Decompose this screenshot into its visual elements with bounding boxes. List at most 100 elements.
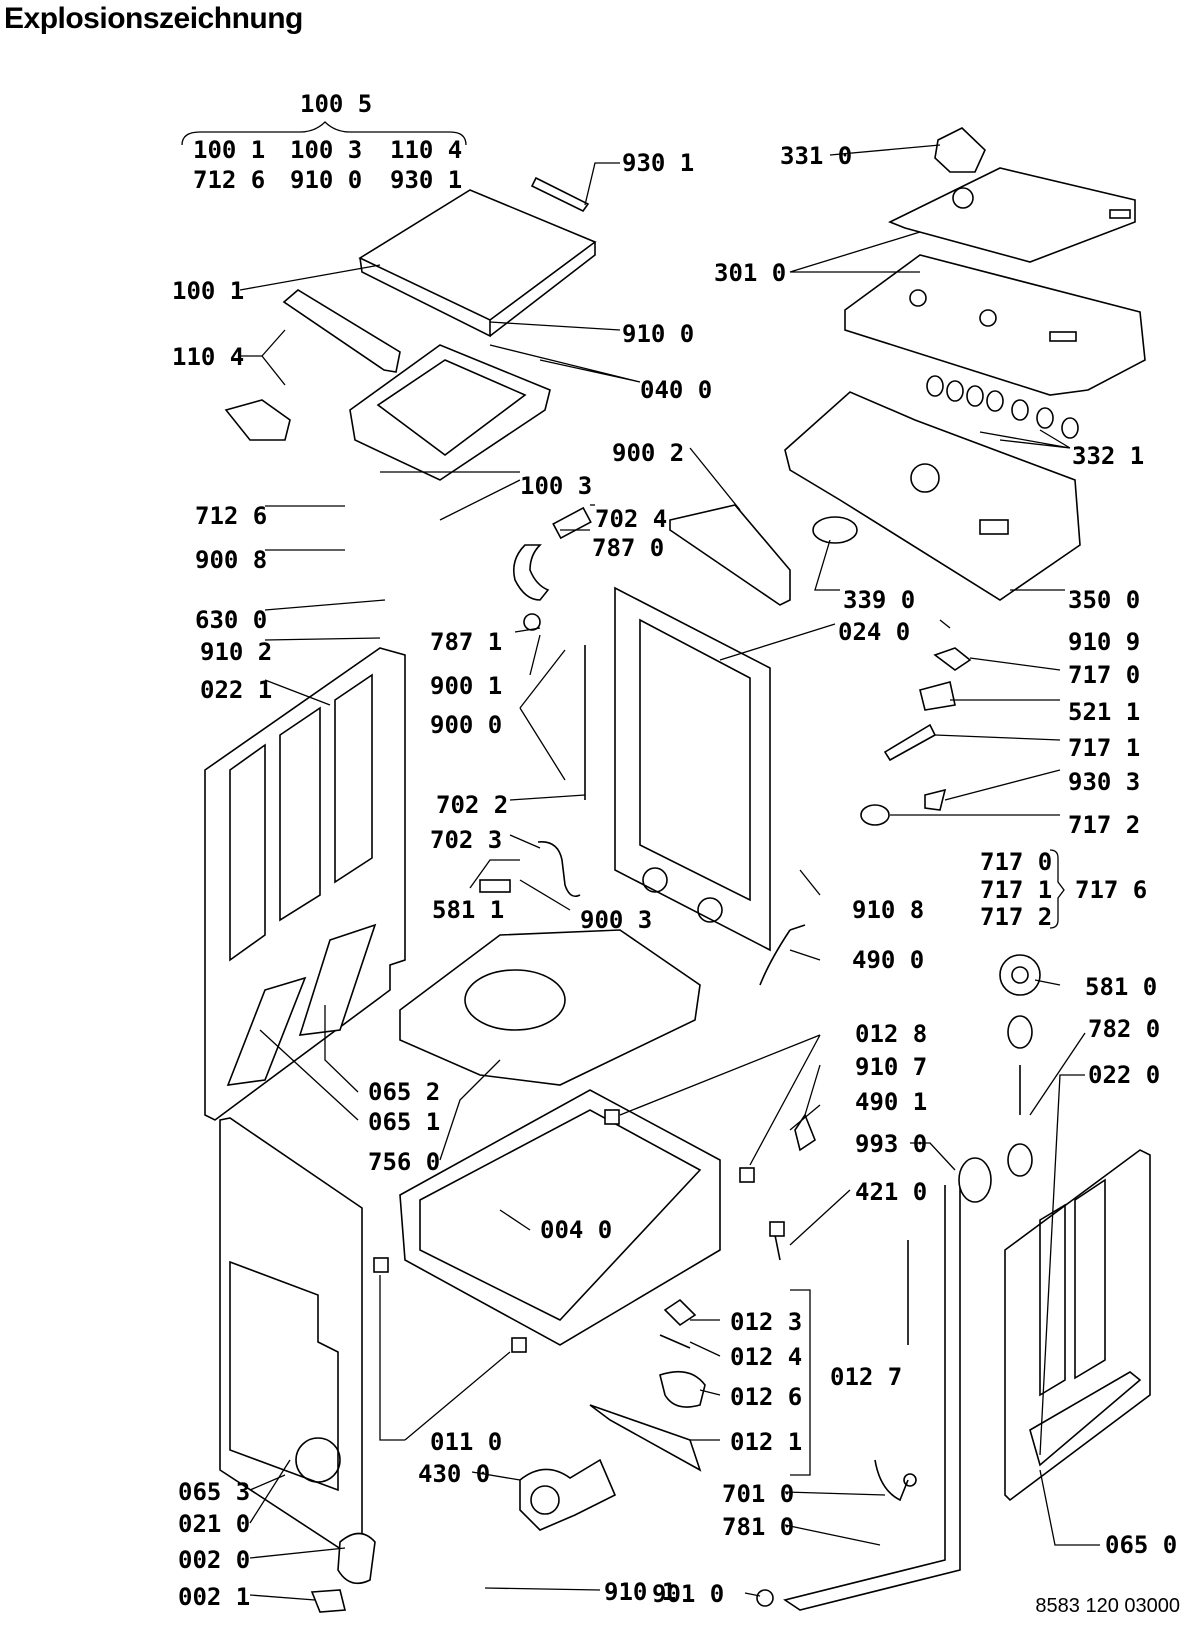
filter-holder [659,1370,706,1408]
part-label: 702 4 [595,505,667,533]
drain-hose [783,1180,961,1611]
control-panel-fascia [888,167,1136,263]
spring [924,788,947,811]
fill-hose [512,544,550,601]
part-label: 021 0 [178,1510,250,1538]
part-label: 581 0 [1085,973,1157,1001]
foot [511,1337,527,1353]
part-label: 521 1 [1068,698,1140,726]
part-label: 910 9 [1068,628,1140,656]
part-label: 993 0 [855,1130,927,1158]
part-label: 702 3 [430,826,502,854]
lid [358,189,597,321]
part-label: 100 1 [172,277,244,305]
plug [756,1589,774,1607]
lock-lever [883,723,937,762]
part-label: 022 1 [200,676,272,704]
lid-trim [282,289,401,373]
sensor [774,1234,781,1261]
filter-cover [589,1404,702,1472]
part-label: 065 3 [178,1478,250,1506]
part-label: 004 0 [540,1216,612,1244]
side-panel-right [1004,1149,1151,1502]
belt [1007,1143,1033,1177]
part-label: 100 3 [520,472,592,500]
drain-pump [519,1458,617,1531]
chassis-base [399,1089,721,1346]
part-label: 717 0 [1068,661,1140,689]
hose-end [958,1157,992,1203]
part-label: 301 0 [714,259,786,287]
part-label: 712 6 [195,502,267,530]
group-717-target: 717 6 [1075,876,1147,904]
electronic-board [784,391,1081,601]
part-label: 910 1 [604,1578,676,1606]
part-label: 782 0 [1088,1015,1160,1043]
tub-support-base [399,929,701,1086]
side-panel-left [204,647,406,1121]
group-717-brace [1049,849,1065,929]
document-number: 8583 120 03000 [1035,1595,1180,1617]
part-label: 910 2 [200,638,272,666]
part-label: 012 6 [730,1383,802,1411]
group-header-label: 100 5 [300,90,372,118]
part-label: 900 2 [612,439,684,467]
drain-cap [337,1532,376,1585]
control-panel [844,254,1146,396]
pulley [999,954,1041,996]
group-item: 110 4 [390,136,462,164]
group-717-item: 717 0 [980,848,1052,876]
foot [373,1257,389,1273]
part-label: 430 0 [418,1460,490,1488]
part-label: 040 0 [640,376,712,404]
part-label: 702 2 [436,791,508,819]
part-label: 065 0 [1105,1531,1177,1559]
part-label: 022 0 [1088,1061,1160,1089]
part-label: 930 3 [1068,768,1140,796]
group-717-item: 717 2 [980,903,1052,931]
foot [739,1167,755,1183]
part-label: 900 0 [430,711,502,739]
part-label: 787 1 [430,628,502,656]
push-buttons [926,375,1079,439]
part-label: 490 1 [855,1088,927,1116]
group-item: 100 1 [193,136,265,164]
part-label: 012 8 [855,1020,927,1048]
group-012-target: 012 7 [830,1363,902,1391]
group-item: 930 1 [390,166,462,194]
selector-disc [812,516,858,544]
part-label: 930 1 [622,149,694,177]
part-label: 002 1 [178,1583,250,1611]
hose-clip [523,613,541,631]
part-label: 332 1 [1072,442,1144,470]
part-label: 110 4 [172,343,244,371]
pump-filter [663,1298,697,1327]
lock-plate [919,681,956,711]
part-label: 011 0 [430,1428,502,1456]
part-label: 910 0 [622,320,694,348]
drain-hose-small [537,841,581,898]
part-label: 350 0 [1068,586,1140,614]
part-label: 900 8 [195,546,267,574]
part-label: 781 0 [722,1513,794,1541]
part-labels: 930 1 331 0 301 0 100 1 110 4 910 0 040 … [172,142,1177,1611]
program-knob [934,127,986,173]
group-item: 910 0 [290,166,362,194]
part-label: 331 0 [780,142,852,170]
part-label: 012 4 [730,1343,802,1371]
page-title: Explosionszeichnung [4,2,303,35]
wire-clip [794,1113,816,1152]
connector [479,879,511,893]
part-label: 900 1 [430,672,502,700]
part-label: 900 3 [580,906,652,934]
part-label: 717 1 [1068,734,1140,762]
part-label: 012 1 [730,1428,802,1456]
part-label: 901 0 [652,1580,724,1608]
part-label: 910 7 [855,1053,927,1081]
part-label: 756 0 [368,1148,440,1176]
cover-strip [530,176,590,213]
lid-hinge [224,399,291,441]
part-label: 065 1 [368,1108,440,1136]
part-label: 910 8 [852,896,924,924]
